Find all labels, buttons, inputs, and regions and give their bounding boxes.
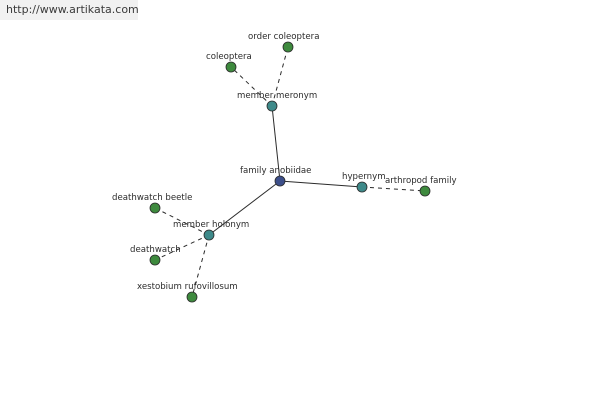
label-member-holonym: member holonym <box>173 220 249 230</box>
edge-member-holonym-deathwatch <box>154 234 210 261</box>
node-deathwatch-beetle[interactable] <box>149 202 161 214</box>
edge-member-meronym-order-coleoptera <box>271 46 289 107</box>
label-arthropod-family: arthropod family <box>385 176 457 186</box>
edge-member-holonym-xestobium <box>191 234 210 298</box>
node-hypernym[interactable] <box>356 181 368 193</box>
edge-root-member-meronym <box>271 105 281 182</box>
node-coleoptera[interactable] <box>225 61 237 73</box>
node-arthropod-family[interactable] <box>419 185 431 197</box>
node-member-meronym[interactable] <box>266 100 278 112</box>
node-order-coleoptera[interactable] <box>282 41 294 53</box>
label-deathwatch: deathwatch <box>130 245 181 255</box>
label-xestobium-rufovillosum: xestobium rufovillosum <box>137 282 238 292</box>
edge-member-meronym-coleoptera <box>230 66 273 107</box>
node-family-anobiidae[interactable] <box>274 175 286 187</box>
node-deathwatch[interactable] <box>149 254 161 266</box>
edge-root-hypernym <box>279 180 363 188</box>
label-family-anobiidae: family anobiidae <box>240 166 311 176</box>
label-deathwatch-beetle: deathwatch beetle <box>112 193 192 203</box>
label-coleoptera: coleoptera <box>206 52 252 62</box>
label-order-coleoptera: order coleoptera <box>248 32 319 42</box>
node-member-holonym[interactable] <box>203 229 215 241</box>
node-xestobium-rufovillosum[interactable] <box>186 291 198 303</box>
edge-hypernym-arthropod-family <box>361 186 426 192</box>
watermark-link[interactable]: http://www.artikata.com <box>0 0 139 20</box>
edge-member-holonym-deathwatch-beetle <box>154 207 210 236</box>
label-hypernym: hypernym <box>342 172 386 182</box>
label-member-meronym: member meronym <box>237 91 317 101</box>
edge-root-member-holonym <box>208 180 281 236</box>
